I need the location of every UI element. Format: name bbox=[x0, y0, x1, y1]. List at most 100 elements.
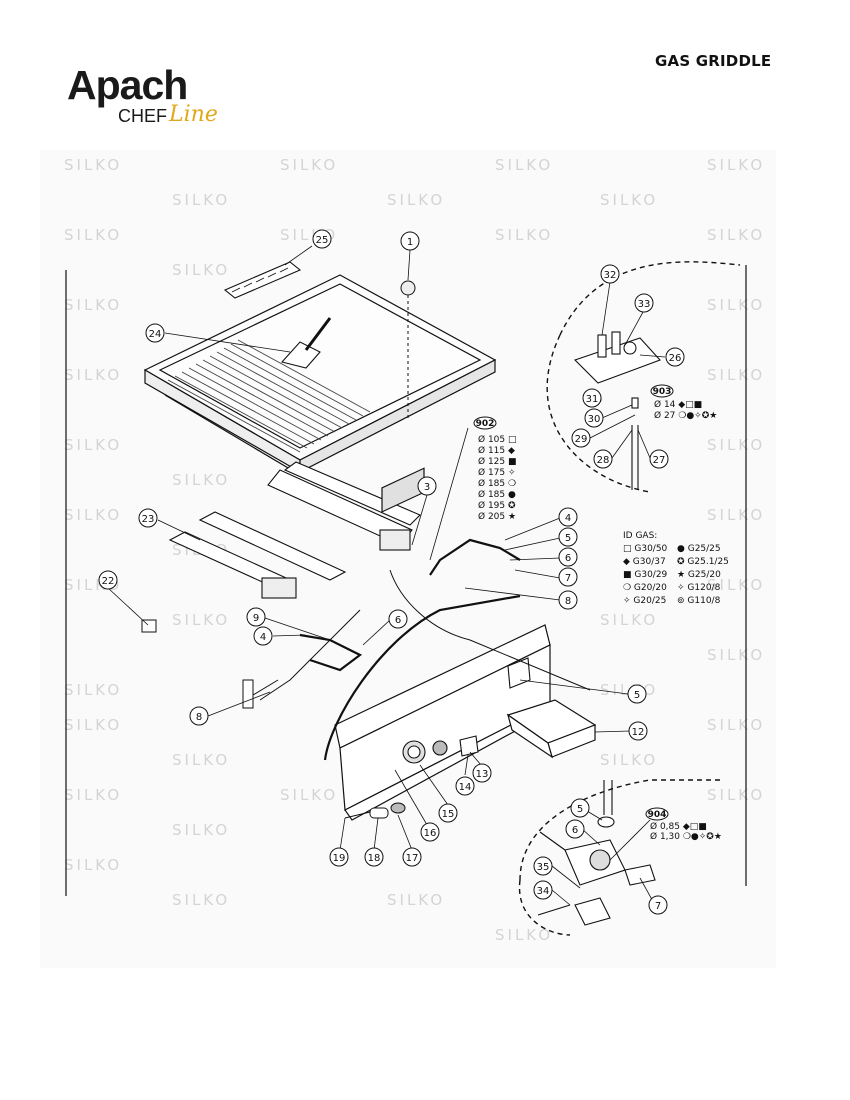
watermark: SILKO bbox=[707, 786, 765, 804]
diagram-label: 6 bbox=[395, 615, 401, 626]
watermark: SILKO bbox=[64, 156, 122, 174]
scraper bbox=[280, 317, 332, 369]
brand-chef: CHEF bbox=[118, 106, 167, 126]
watermark: SILKO bbox=[707, 366, 765, 384]
grease-channel bbox=[223, 261, 302, 299]
diagram-label: 8 bbox=[196, 712, 202, 723]
watermark: SILKO bbox=[280, 786, 338, 804]
diagram-label: 17 bbox=[406, 853, 419, 864]
callout-29: 29 bbox=[571, 428, 591, 448]
diagram-label: 23 bbox=[142, 514, 155, 525]
watermark: SILKO bbox=[387, 891, 445, 909]
diagram-label: ✧ G120/8 bbox=[677, 583, 721, 593]
watermark: SILKO bbox=[172, 821, 230, 839]
diagram-label: 35 bbox=[537, 862, 550, 873]
control-panel bbox=[334, 467, 551, 821]
leader-lines bbox=[107, 245, 666, 906]
callout-3: 3 bbox=[417, 476, 437, 496]
watermark: SILKO bbox=[495, 226, 553, 244]
watermark: SILKO bbox=[600, 751, 658, 769]
diagram-label: Ø 175 ✧ bbox=[478, 467, 516, 478]
callout-8-left: 8 bbox=[189, 706, 209, 726]
callout-30: 30 bbox=[584, 408, 604, 428]
diagram-label: 7 bbox=[565, 573, 571, 584]
callout-15: 15 bbox=[438, 803, 458, 823]
watermark: SILKO bbox=[172, 611, 230, 629]
diagram-label: 15 bbox=[442, 809, 455, 820]
watermark: SILKO bbox=[64, 681, 122, 699]
thermocouple bbox=[242, 679, 279, 709]
watermark: SILKO bbox=[707, 576, 765, 594]
injector-list-903: 903 Ø 14 ◆□■ Ø 27 ❍●✧✪★ bbox=[650, 384, 717, 421]
callout-14: 14 bbox=[455, 776, 475, 796]
watermark: SILKO bbox=[172, 751, 230, 769]
diagram-label: 33 bbox=[638, 299, 651, 310]
diagram-label: Ø 1,30 ❍●✧✪★ bbox=[650, 831, 722, 842]
diagram-label: 5 bbox=[577, 804, 583, 815]
callout-35: 35 bbox=[533, 856, 553, 876]
callouts: 1 25 24 3 23 22 9 4 6 8 15 16 17 18 19 1… bbox=[98, 229, 685, 915]
diagram-label: Ø 105 □ bbox=[478, 434, 517, 445]
brand-apach: Apach bbox=[67, 62, 188, 108]
diagram-label: Ø 27 ❍●✧✪★ bbox=[654, 410, 717, 421]
watermark: SILKO bbox=[172, 471, 230, 489]
callout-4-right: 4 bbox=[558, 507, 578, 527]
watermark: SILKO bbox=[172, 891, 230, 909]
watermark: SILKO bbox=[64, 856, 122, 874]
diagram-label: 6 bbox=[572, 825, 578, 836]
diagram-label: 27 bbox=[653, 455, 666, 466]
diagram-label: 4 bbox=[260, 632, 266, 643]
diagram-label: 8 bbox=[565, 596, 571, 607]
diagram-label: 5 bbox=[565, 533, 571, 544]
diagram-label: 903 bbox=[653, 387, 672, 397]
watermark: SILKO bbox=[707, 716, 765, 734]
callout-17: 17 bbox=[402, 847, 422, 867]
callout-5-bottom: 5 bbox=[570, 798, 590, 818]
callout-8-right: 8 bbox=[558, 590, 578, 610]
diagram-label: ❍ G20/20 bbox=[623, 583, 667, 593]
callout-1: 1 bbox=[400, 231, 420, 251]
callout-6-right: 6 bbox=[558, 547, 578, 567]
diagram-label: Ø 0,85 ◆□■ bbox=[650, 821, 707, 832]
callout-28: 28 bbox=[593, 449, 613, 469]
callout-32: 32 bbox=[600, 264, 620, 284]
callout-7-right: 7 bbox=[558, 567, 578, 587]
diagram-label: ✧ G20/25 bbox=[623, 596, 666, 606]
callout-23: 23 bbox=[138, 508, 158, 528]
diagram-label: 22 bbox=[102, 576, 115, 587]
watermark: SILKO bbox=[172, 261, 230, 279]
watermark: SILKO bbox=[64, 786, 122, 804]
callout-5-right: 5 bbox=[558, 527, 578, 547]
watermark: SILKO bbox=[600, 611, 658, 629]
diagram-label: 19 bbox=[333, 853, 346, 864]
callout-22: 22 bbox=[98, 570, 118, 590]
injector-list-904: 904 Ø 0,85 ◆□■ Ø 1,30 ❍●✧✪★ bbox=[645, 807, 722, 842]
diagram-label: Ø 185 ❍ bbox=[478, 478, 516, 489]
brand-logo: Apach CHEF Line bbox=[64, 62, 224, 132]
diagram-label: Ø 195 ✪ bbox=[478, 500, 516, 511]
watermark: SILKO bbox=[600, 191, 658, 209]
callout-4-left: 4 bbox=[253, 626, 273, 646]
diagram-label: ★ G25/20 bbox=[677, 570, 721, 580]
watermark: SILKO bbox=[495, 156, 553, 174]
drip-tray bbox=[506, 699, 597, 759]
brand-line: Line bbox=[169, 102, 218, 127]
callout-26: 26 bbox=[665, 347, 685, 367]
diagram-label: 18 bbox=[368, 853, 381, 864]
panel-knobs bbox=[402, 657, 531, 764]
callout-6-left: 6 bbox=[388, 609, 408, 629]
diagram-label: 902 bbox=[476, 419, 495, 429]
watermark: SILKO bbox=[64, 716, 122, 734]
page-title: GAS GRIDDLE bbox=[655, 52, 772, 70]
watermark: SILKO bbox=[707, 296, 765, 314]
diagram-label: 1 bbox=[407, 237, 413, 248]
diagram-label: 30 bbox=[588, 414, 601, 425]
callout-33: 33 bbox=[634, 293, 654, 313]
callout-31: 31 bbox=[582, 388, 602, 408]
foot-1 bbox=[400, 280, 416, 420]
ignition-parts bbox=[344, 802, 406, 819]
diagram-label: 14 bbox=[459, 782, 472, 793]
callout-25: 25 bbox=[312, 229, 332, 249]
injector-list-902: 902 Ø 105 □ Ø 115 ◆ Ø 125 ■ Ø 175 ✧ Ø 18… bbox=[429, 416, 517, 561]
diagram-label: ■ G30/29 bbox=[623, 570, 668, 580]
